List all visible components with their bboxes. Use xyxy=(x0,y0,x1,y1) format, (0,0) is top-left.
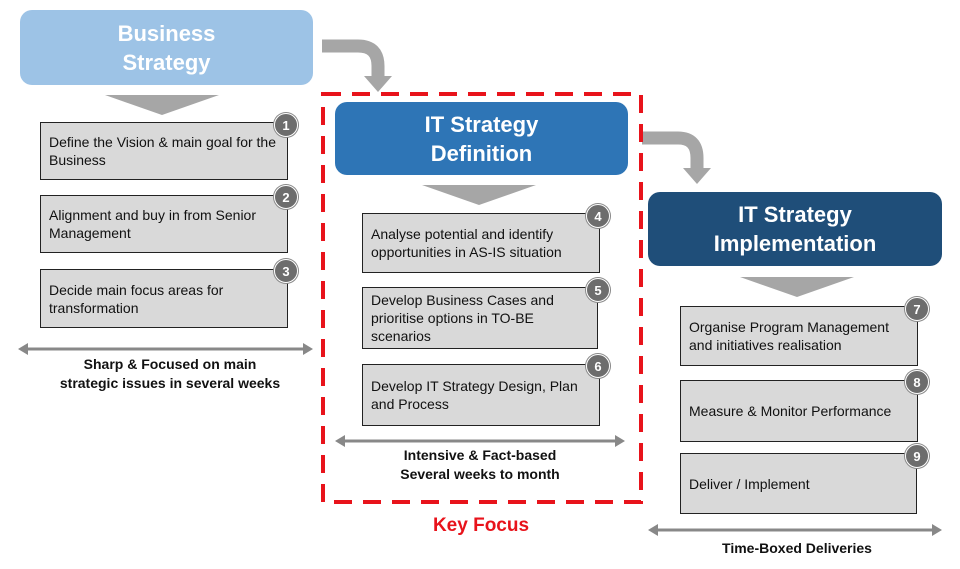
step-text: Define the Vision & main goal for the Bu… xyxy=(49,134,276,168)
curved-arrow-1 xyxy=(322,39,385,78)
step-number-badge: 1 xyxy=(274,113,298,137)
curved-arrow-2-head xyxy=(683,168,711,184)
step-box: Develop IT Strategy Design, Plan and Pro… xyxy=(362,364,600,426)
step-text: Develop Business Cases and prioritise op… xyxy=(371,292,554,344)
step-box: Develop Business Cases and prioritise op… xyxy=(362,287,598,349)
step-number-badge: 5 xyxy=(586,278,610,302)
note-line: Intensive & Fact-based xyxy=(403,447,557,463)
note-line: strategic issues in several weeks xyxy=(59,375,281,391)
step-box: Decide main focus areas for transformati… xyxy=(40,269,288,328)
step-box: Measure & Monitor Performance xyxy=(680,380,918,442)
curved-arrow-2 xyxy=(642,131,704,170)
key-focus-frame xyxy=(321,92,643,504)
step-number-badge: 3 xyxy=(274,259,298,283)
key-focus-label: Key Focus xyxy=(432,515,530,536)
phase-title-line: IT Strategy xyxy=(738,202,852,227)
business-duration-note: Sharp & Focused on main strategic issues … xyxy=(20,355,320,393)
step-text: Measure & Monitor Performance xyxy=(689,403,892,419)
step-box: Alignment and buy in from Senior Managem… xyxy=(40,195,288,253)
phase-title-line: Definition xyxy=(430,140,533,166)
step-text: Organise Program Management and initiati… xyxy=(689,319,889,353)
step-number-badge: 9 xyxy=(905,444,929,468)
down-arrow-icon xyxy=(422,185,536,205)
step-box: Analyse potential and identify opportuni… xyxy=(362,213,600,273)
note-line: Sharp & Focused on main xyxy=(83,356,257,372)
step-box: Deliver / Implement xyxy=(680,453,917,514)
step-text: Deliver / Implement xyxy=(689,475,810,492)
step-box: Define the Vision & main goal for the Bu… xyxy=(40,122,288,180)
step-text: Alignment and buy in from Senior Managem… xyxy=(49,207,256,241)
down-arrow-icon xyxy=(105,95,219,115)
implementation-duration-note: Time-Boxed Deliveries xyxy=(722,540,872,556)
step-number-badge: 8 xyxy=(905,370,929,394)
step-number-badge: 6 xyxy=(586,354,610,378)
note-line: Several weeks to month xyxy=(400,466,560,482)
phase-title-line: Strategy xyxy=(122,49,211,75)
step-text: Decide main focus areas for transformati… xyxy=(49,281,224,316)
span-arrow-implementation xyxy=(648,524,942,536)
step-number-badge: 2 xyxy=(274,185,298,209)
phase-title-line: Business xyxy=(117,20,216,46)
span-arrow-definition xyxy=(335,435,625,447)
phase-title-line: IT Strategy xyxy=(424,111,539,137)
step-text: Develop IT Strategy Design, Plan and Pro… xyxy=(371,378,578,412)
down-arrow-icon xyxy=(740,277,854,297)
step-number-badge: 7 xyxy=(905,297,929,321)
curved-arrow-1-head xyxy=(364,76,392,92)
step-box: Organise Program Management and initiati… xyxy=(680,306,918,366)
phase-title-line: Implementation xyxy=(713,231,877,256)
span-arrow-business xyxy=(18,343,313,355)
step-number-badge: 4 xyxy=(586,204,610,228)
step-text: Analyse potential and identify opportuni… xyxy=(371,226,562,260)
